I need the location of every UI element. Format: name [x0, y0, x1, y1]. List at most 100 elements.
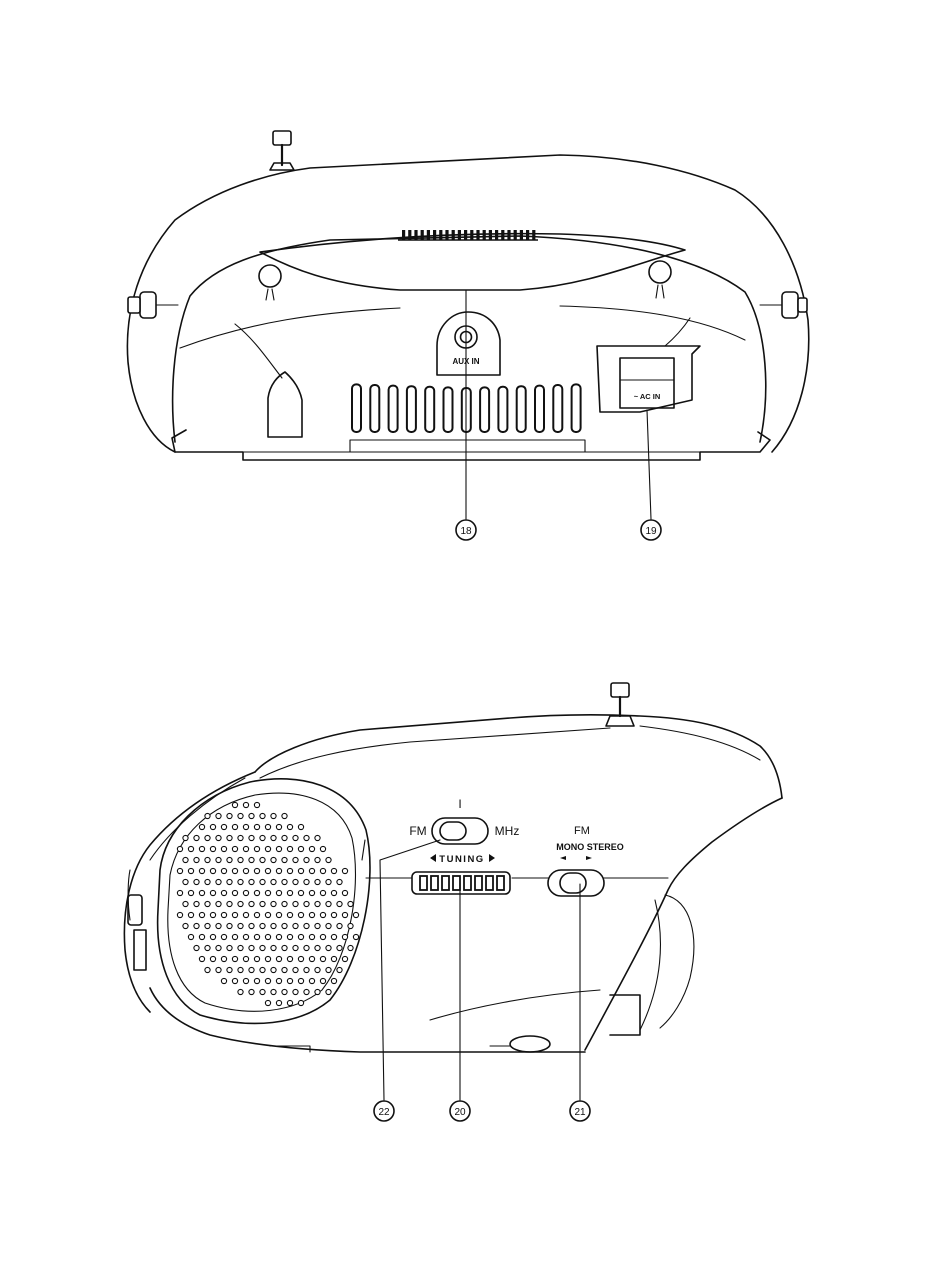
- side-body-bottom: [150, 988, 585, 1052]
- grille-hole: [337, 901, 342, 906]
- bottom-vent-slot: [553, 385, 562, 432]
- grille-hole: [298, 824, 303, 829]
- grille-hole: [282, 857, 287, 862]
- grille-hole: [265, 934, 270, 939]
- grille-hole: [205, 901, 210, 906]
- grille-hole: [238, 967, 243, 972]
- grille-hole: [177, 890, 182, 895]
- grille-hole: [276, 934, 281, 939]
- grille-hole: [177, 912, 182, 917]
- bottom-vent-slot: [498, 387, 507, 432]
- grille-hole: [315, 879, 320, 884]
- grille-hole: [282, 945, 287, 950]
- grille-hole: [183, 857, 188, 862]
- rear-side-knob-right: [760, 292, 807, 318]
- grille-hole: [320, 956, 325, 961]
- grille-hole: [210, 956, 215, 961]
- grille-hole: [265, 1000, 270, 1005]
- grille-hole: [287, 846, 292, 851]
- grille-hole: [276, 824, 281, 829]
- grille-hole: [194, 923, 199, 928]
- grille-hole: [271, 945, 276, 950]
- grille-hole: [227, 857, 232, 862]
- grille-hole: [287, 824, 292, 829]
- grille-hole: [298, 1000, 303, 1005]
- grille-hole: [298, 912, 303, 917]
- grille-hole: [282, 967, 287, 972]
- side-body-top: [255, 715, 782, 798]
- grille-hole: [304, 945, 309, 950]
- grille-hole: [216, 945, 221, 950]
- grille-hole: [232, 912, 237, 917]
- grille-hole: [199, 912, 204, 917]
- grille-hole: [282, 813, 287, 818]
- grille-hole: [282, 879, 287, 884]
- grille-hole: [309, 912, 314, 917]
- top-vent-slot: [439, 230, 442, 240]
- grille-hole: [304, 835, 309, 840]
- grille-hole: [238, 879, 243, 884]
- grille-hole: [227, 923, 232, 928]
- grille-hole: [348, 901, 353, 906]
- grille-hole: [293, 879, 298, 884]
- grille-hole: [216, 967, 221, 972]
- grille-hole: [232, 824, 237, 829]
- grille-hole: [260, 835, 265, 840]
- grille-hole: [205, 923, 210, 928]
- grille-hole: [254, 890, 259, 895]
- grille-hole: [249, 835, 254, 840]
- grille-hole: [216, 813, 221, 818]
- grille-hole: [194, 879, 199, 884]
- grille-hole: [243, 934, 248, 939]
- grille-hole: [320, 890, 325, 895]
- top-vent-slot: [514, 230, 517, 240]
- grille-hole: [210, 912, 215, 917]
- grille-hole: [271, 813, 276, 818]
- grille-hole: [326, 857, 331, 862]
- grille-hole: [254, 912, 259, 917]
- grille-hole: [337, 879, 342, 884]
- grille-hole: [282, 923, 287, 928]
- grille-hole: [326, 923, 331, 928]
- band-label-mhz: MHz: [495, 824, 520, 838]
- tuning-wheel: TUNING: [412, 854, 510, 894]
- tuning-rib: [453, 876, 460, 890]
- grille-hole: [232, 890, 237, 895]
- grille-hole: [315, 923, 320, 928]
- grille-hole: [216, 857, 221, 862]
- rear-side-knob-left: [128, 292, 178, 318]
- grille-hole: [260, 901, 265, 906]
- grille-hole: [205, 835, 210, 840]
- grille-hole: [353, 934, 358, 939]
- grille-hole: [221, 868, 226, 873]
- grille-hole: [309, 978, 314, 983]
- grille-hole: [265, 956, 270, 961]
- grille-hole: [320, 978, 325, 983]
- grille-hole: [293, 857, 298, 862]
- grille-hole: [227, 967, 232, 972]
- grille-hole: [287, 912, 292, 917]
- grille-hole: [232, 846, 237, 851]
- grille-hole: [199, 824, 204, 829]
- grille-hole: [331, 978, 336, 983]
- grille-hole: [232, 868, 237, 873]
- grille-hole: [249, 923, 254, 928]
- grille-hole: [260, 967, 265, 972]
- grille-hole: [309, 956, 314, 961]
- grille-hole: [271, 857, 276, 862]
- bottom-vent-slot: [444, 387, 453, 432]
- grille-hole: [337, 967, 342, 972]
- grille-hole: [342, 934, 347, 939]
- grille-hole: [304, 923, 309, 928]
- bottom-vent-slot: [425, 387, 434, 432]
- grille-hole: [271, 879, 276, 884]
- grille-hole: [260, 879, 265, 884]
- top-vent-slot: [470, 230, 473, 240]
- tuning-rib: [486, 876, 493, 890]
- grille-hole: [287, 934, 292, 939]
- grille-hole: [287, 956, 292, 961]
- grille-hole: [309, 890, 314, 895]
- top-vent-slot: [501, 230, 504, 240]
- grille-hole: [287, 890, 292, 895]
